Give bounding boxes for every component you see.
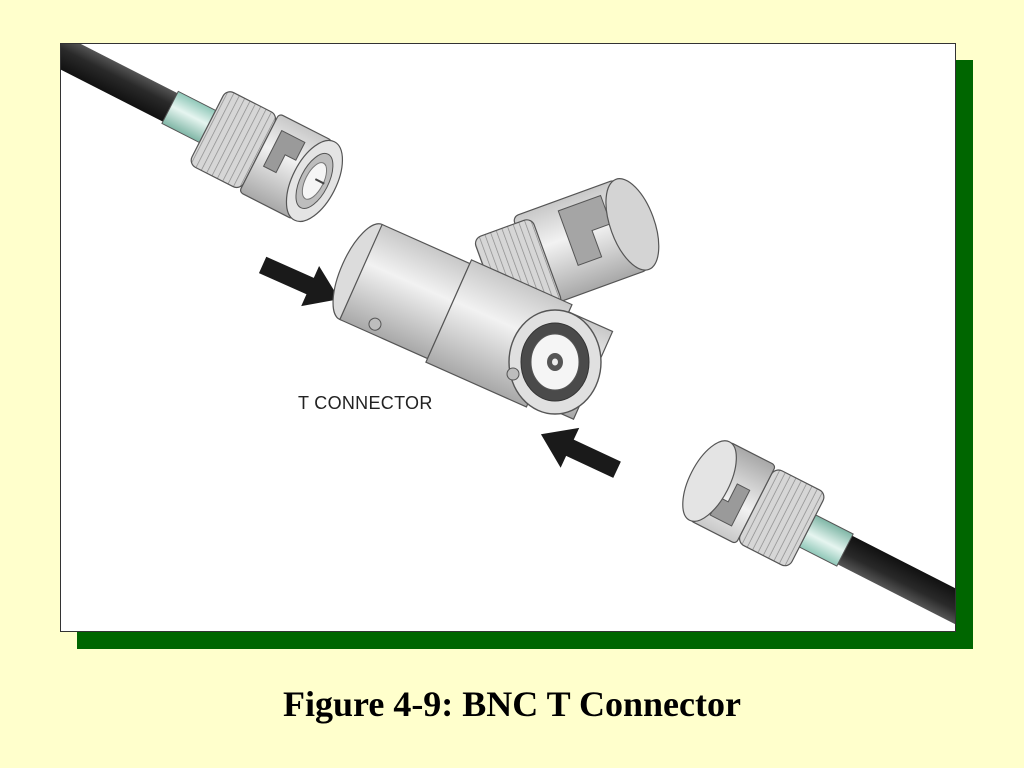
bnc-t-connector-illustration xyxy=(61,44,955,631)
left-bnc-plug xyxy=(61,44,344,223)
right-insert-arrow xyxy=(540,427,621,478)
right-cable xyxy=(837,535,955,631)
t-connector-body xyxy=(332,178,660,420)
left-insert-arrow xyxy=(258,256,340,307)
diagram-panel: T CONNECTOR xyxy=(60,43,956,632)
left-cable xyxy=(61,44,178,122)
figure-caption: Figure 4-9: BNC T Connector xyxy=(283,684,741,724)
right-bnc-plug xyxy=(682,440,955,631)
t-connector-socket xyxy=(508,309,602,415)
t-connector-label: T CONNECTOR xyxy=(298,393,433,413)
